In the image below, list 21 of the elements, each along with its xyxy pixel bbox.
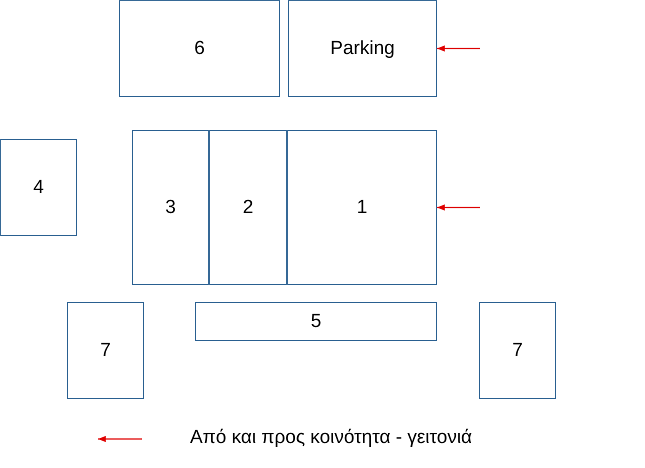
area-box [287,130,437,285]
area-label: 3 [165,196,176,218]
area-box [479,302,556,399]
area-label: 7 [512,340,523,362]
area-label: 1 [356,196,368,218]
area-box [119,0,280,97]
area-label: 4 [33,176,44,198]
area-label: 5 [310,310,322,332]
area-box [67,302,144,399]
legend-text: Από και προς κοινότητα - γειτονιά [190,427,472,449]
arrow [437,45,480,52]
area-box [209,130,287,285]
area-label: 6 [194,38,205,60]
area-label: 2 [242,196,254,218]
area-box [132,130,209,285]
area-box [288,0,437,97]
area-box [0,139,77,236]
area-label: 7 [100,340,111,362]
area-label: Parking [330,38,395,60]
area-box [195,302,437,341]
arrow [437,204,480,211]
